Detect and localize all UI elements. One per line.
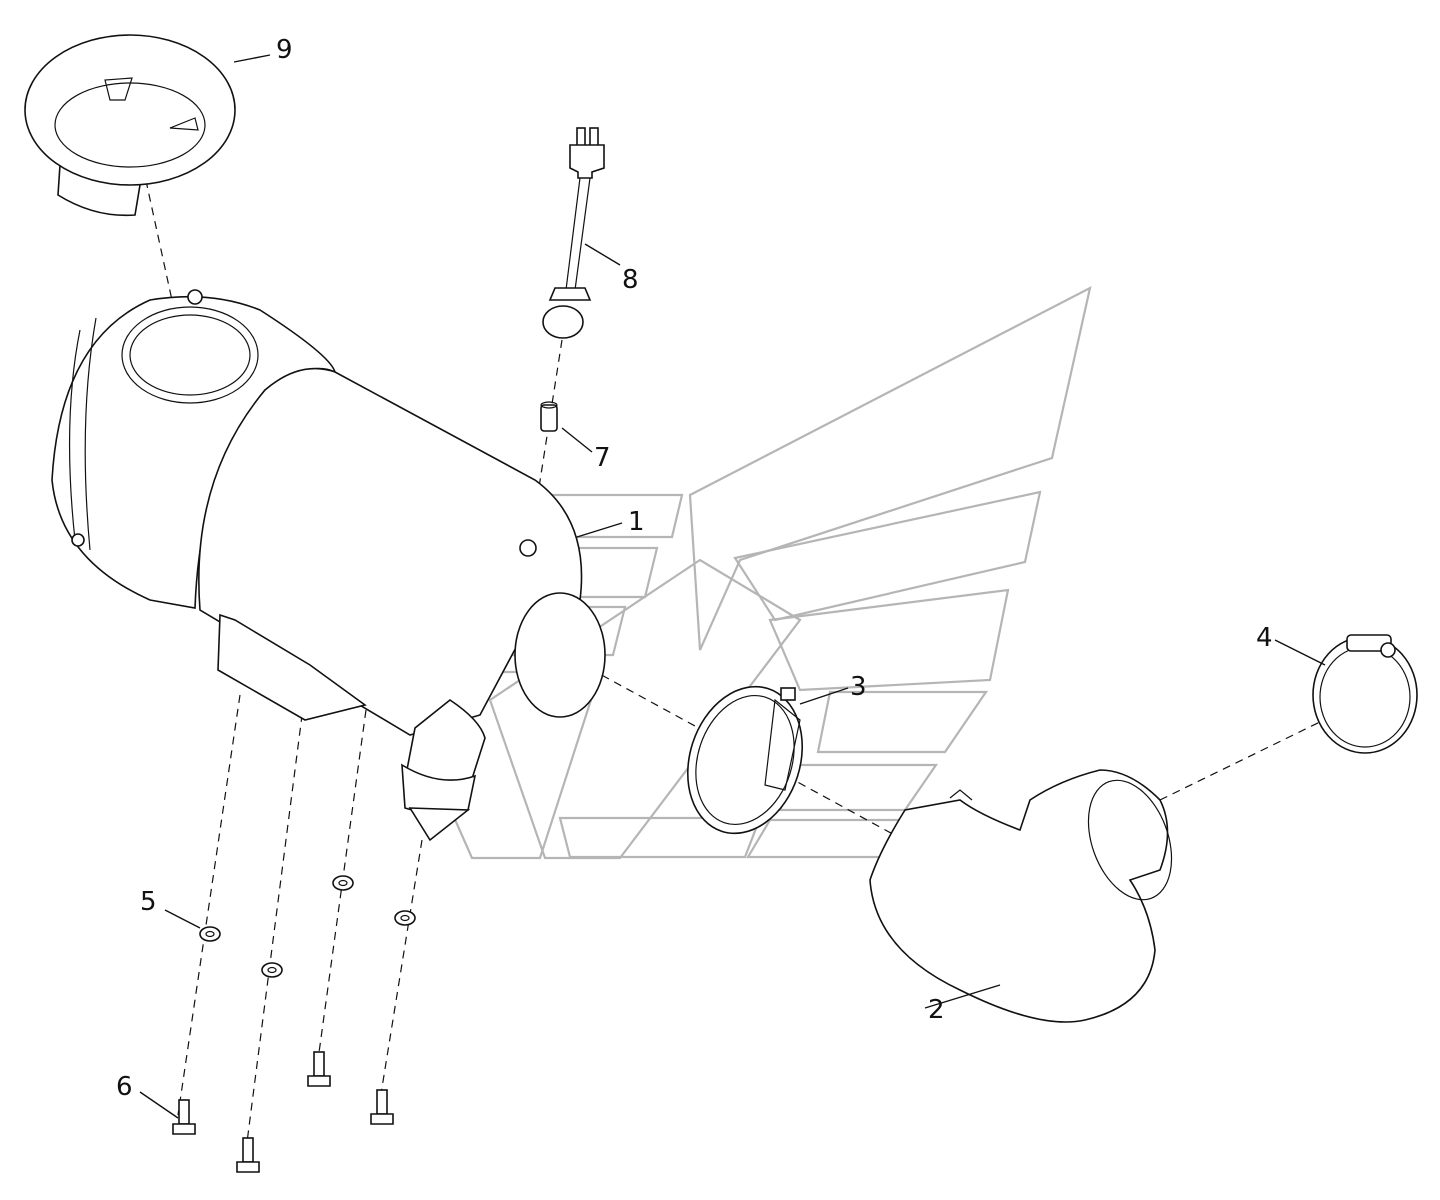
part-2-elbow-hose (869, 769, 1173, 1023)
callout-2: 2 (928, 995, 945, 1025)
part-3-hose-clamp (686, 685, 804, 835)
part-5-washers (199, 875, 416, 978)
leader-lines (139, 54, 1326, 1119)
callout-6: 6 (116, 1072, 133, 1102)
callout-5: 5 (140, 887, 157, 917)
part-6-bolts (172, 1051, 394, 1173)
callout-1: 1 (628, 507, 645, 537)
callout-4: 4 (1256, 623, 1273, 653)
part-1-air-cleaner-housing (51, 289, 606, 842)
callout-labels: 1 2 3 4 5 6 7 8 9 (116, 35, 1273, 1102)
part-8-restriction-sensor (542, 127, 605, 339)
part-7-adapter (540, 401, 558, 432)
part-4-hose-clamp (1312, 634, 1418, 754)
part-9-rain-cap (24, 34, 236, 217)
callout-7: 7 (594, 443, 611, 473)
callout-3: 3 (850, 672, 867, 702)
callout-9: 9 (276, 35, 293, 65)
callout-8: 8 (622, 265, 639, 295)
